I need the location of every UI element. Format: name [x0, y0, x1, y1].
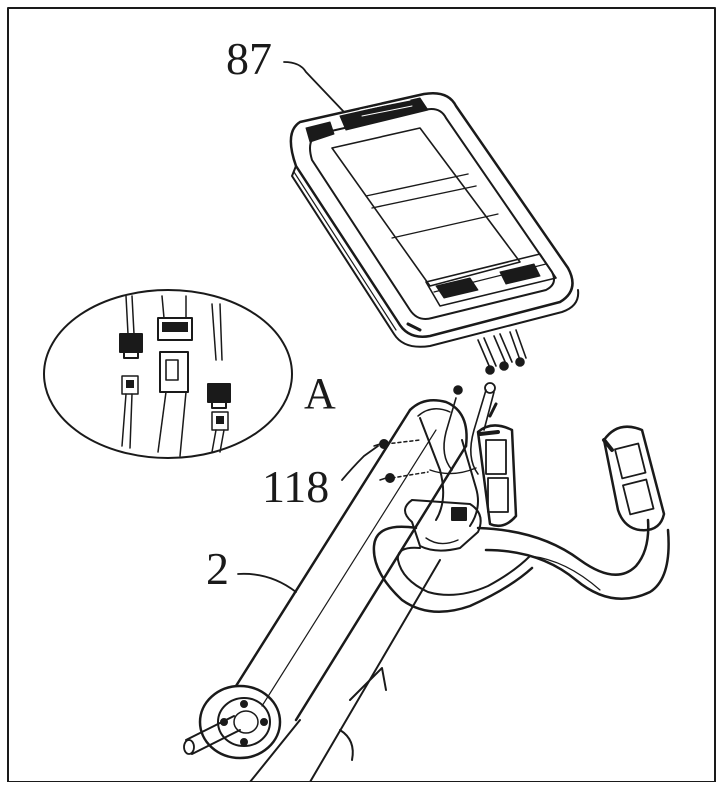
cable-bundle [443, 382, 498, 475]
handlebar-part [372, 424, 670, 613]
console-part [289, 92, 580, 348]
callout-2: 2 [206, 543, 229, 594]
callout-detail-a: A [304, 369, 336, 418]
callout-87: 87 [226, 33, 272, 84]
console-screws [477, 329, 527, 375]
leader-87 [283, 61, 345, 113]
screw-set-118 [373, 439, 429, 483]
leader-118 [341, 445, 379, 481]
leader-2 [237, 572, 297, 593]
detail-a-connectors [43, 289, 293, 459]
callout-118: 118 [262, 461, 330, 512]
